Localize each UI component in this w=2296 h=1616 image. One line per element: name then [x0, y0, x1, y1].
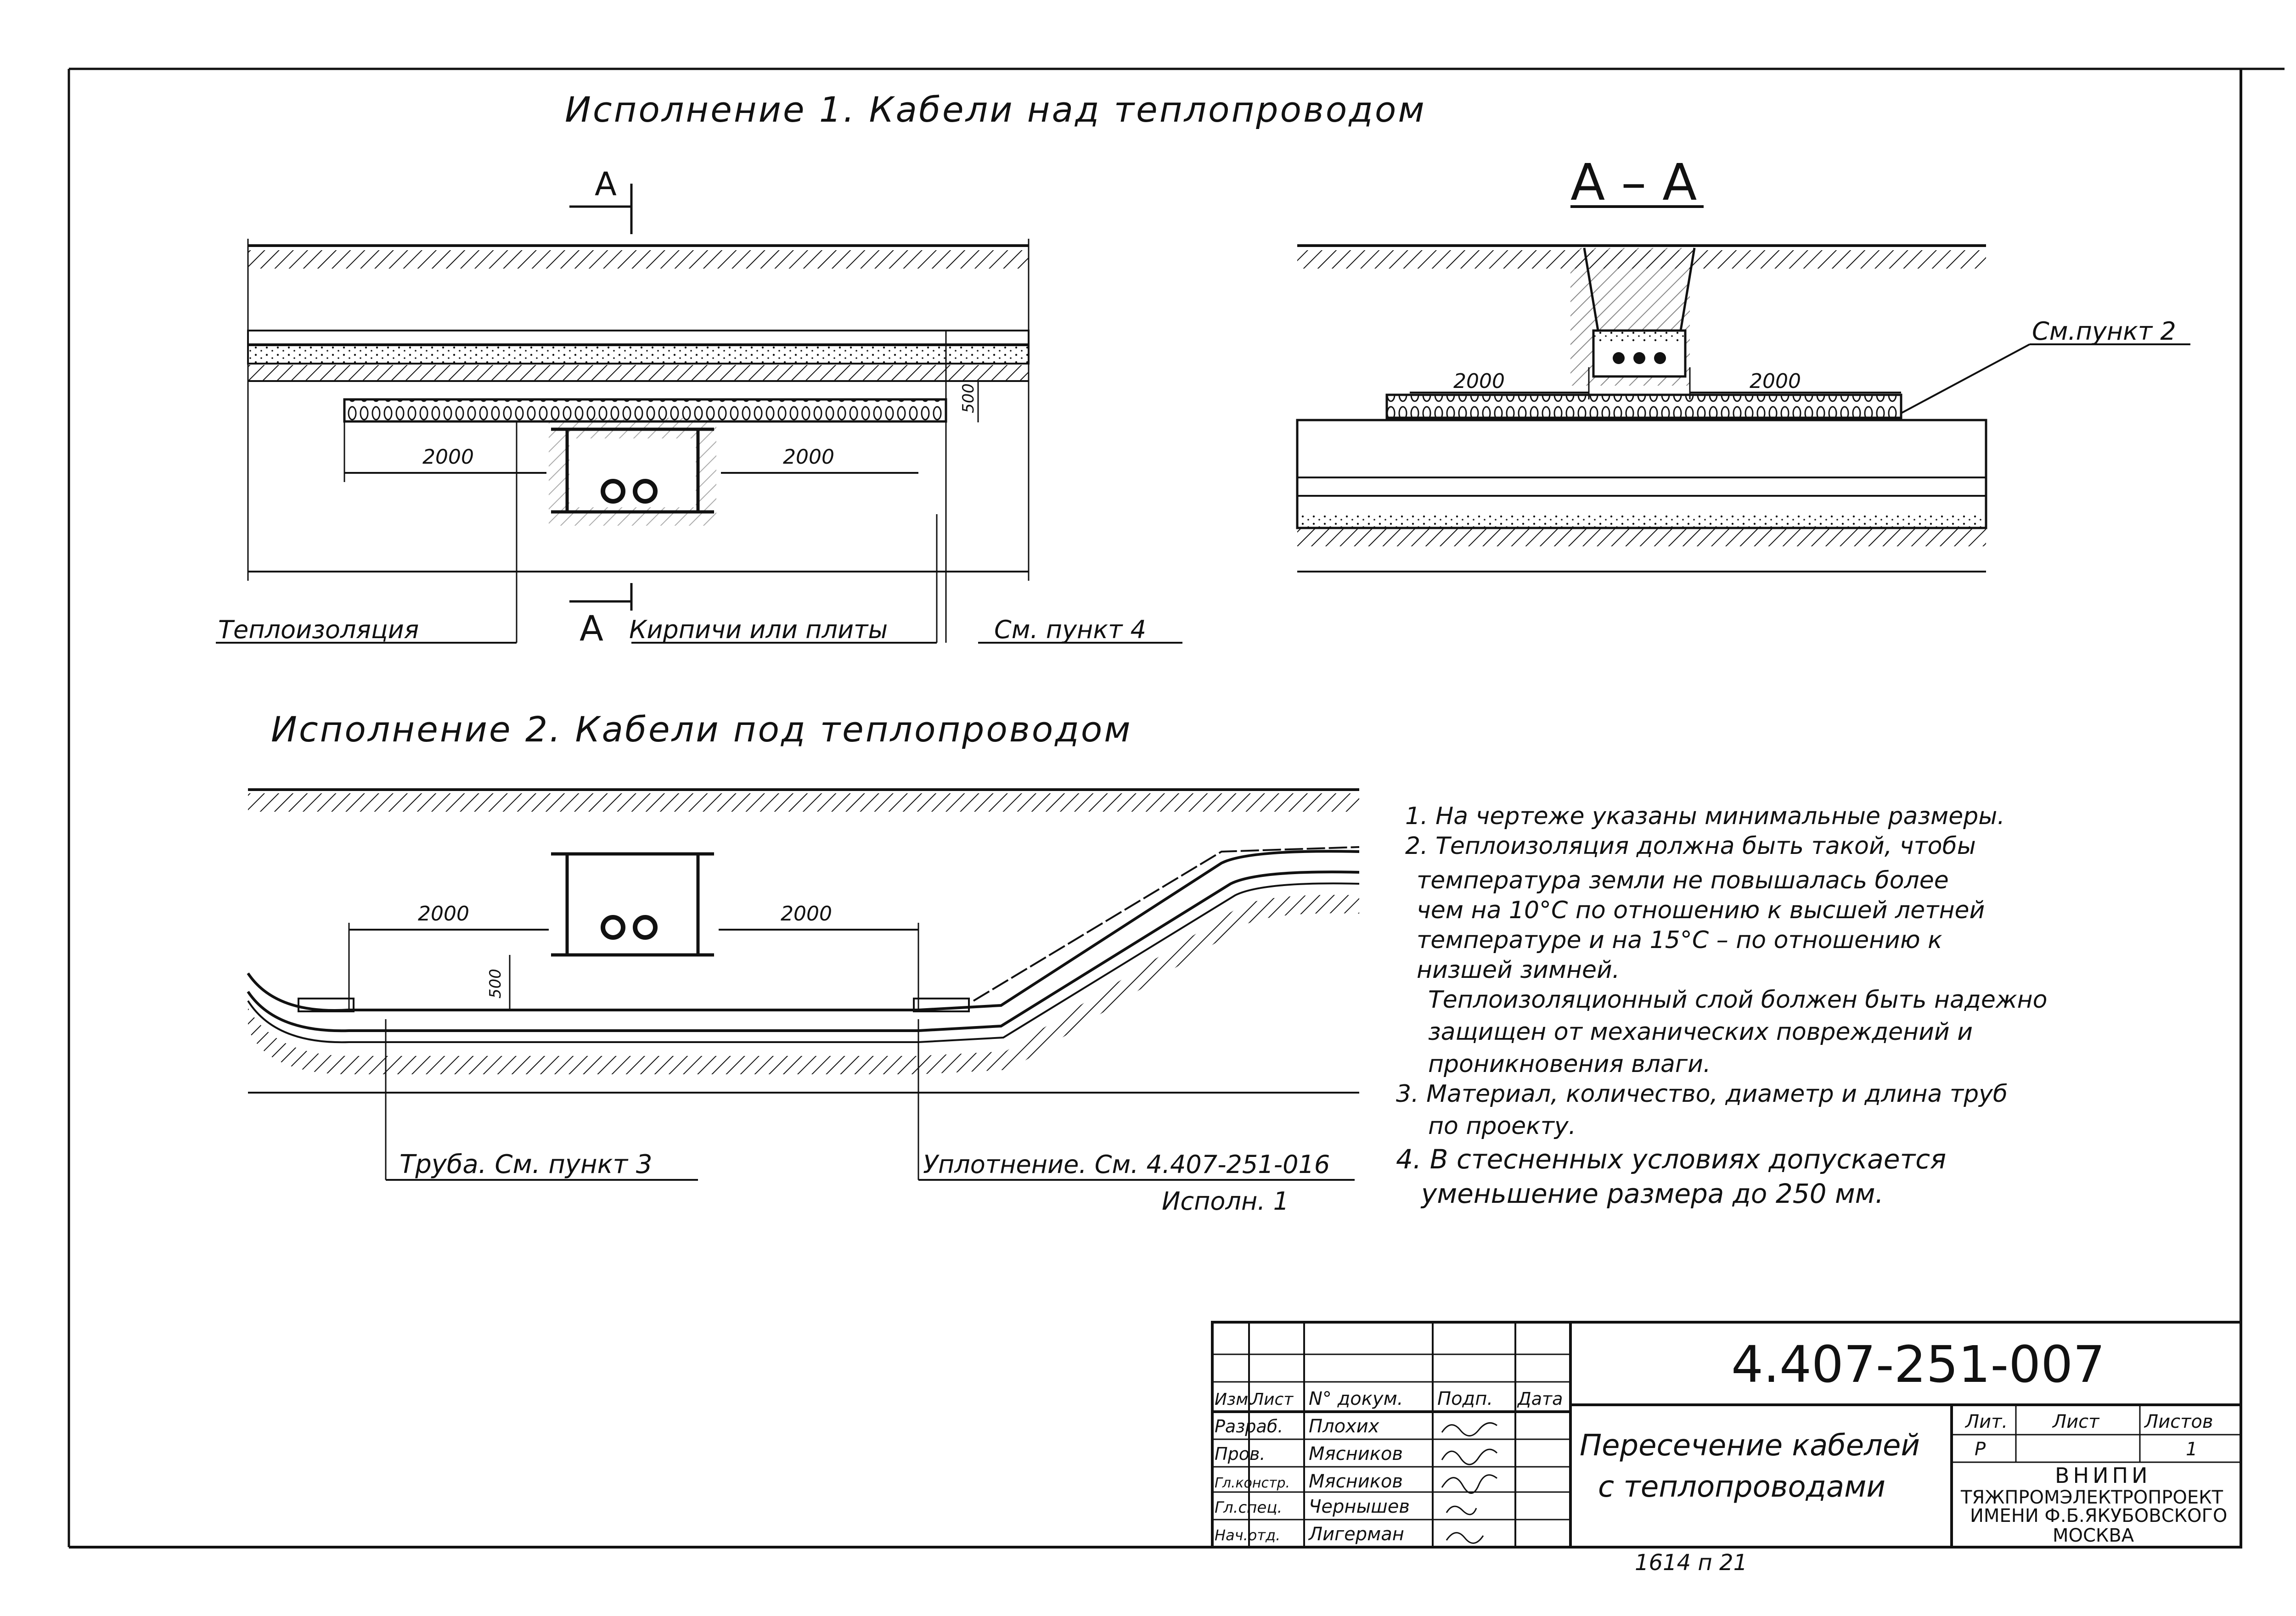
- header-list: Лист: [1250, 1390, 1294, 1409]
- version-2-drawing: [247, 788, 1360, 1181]
- dim-2000-section-left: 2000: [1453, 370, 1505, 393]
- note-line: проникновения влаги.: [1428, 1050, 1711, 1078]
- label-see-point-2: См.пункт 2: [2032, 317, 2176, 346]
- role-dept-head: Нач.отд.: [1215, 1526, 1280, 1544]
- name-dept-head: Лигерман: [1308, 1524, 1404, 1545]
- cut-mark-top: А: [595, 165, 617, 203]
- org-line-2: ТЯЖПРОМЭЛЕКТРОПРОЕКТ: [1960, 1487, 2223, 1508]
- dim-500-v2: 500: [486, 969, 505, 999]
- header-sign: Подп.: [1437, 1388, 1493, 1409]
- version-1-drawing: [216, 184, 1182, 644]
- cable-dot: [1633, 352, 1645, 364]
- note-line: Теплоизоляционный слой болжен быть надеж…: [1428, 986, 2047, 1014]
- section-label: А – А: [1570, 153, 1697, 212]
- dim-2000-section-right: 2000: [1750, 370, 1801, 393]
- pipe-circle: [633, 915, 658, 940]
- name-developer: Плохих: [1309, 1416, 1379, 1437]
- pipe-circle: [601, 479, 625, 504]
- pipe-circle: [633, 479, 658, 504]
- note-line: уменьшение размера до 250 мм.: [1420, 1178, 1884, 1209]
- role-checked: Пров.: [1215, 1444, 1265, 1464]
- title-version-1: Исполнение 1. Кабели над теплопроводом: [565, 89, 1426, 130]
- dim-2000-left: 2000: [422, 445, 474, 469]
- header-doc: N° докум.: [1309, 1388, 1403, 1409]
- name-checker: Мясников: [1309, 1443, 1403, 1464]
- cable-dot: [1613, 352, 1625, 364]
- label-seal: Уплотнение. См. 4.407-251-016: [923, 1150, 1330, 1179]
- pipe-circle: [601, 915, 625, 940]
- title-block: [1211, 1321, 2242, 1549]
- drawing-name-line-2: с теплопроводами: [1598, 1470, 1885, 1504]
- footer-stamp: 1614 п 21: [1635, 1550, 1747, 1576]
- org-line-3: ИМЕНИ Ф.Б.ЯКУБОВСКОГО: [1970, 1505, 2227, 1526]
- sheets-value: 1: [2186, 1439, 2197, 1460]
- note-line: 3. Материал, количество, диаметр и длина…: [1396, 1080, 2008, 1108]
- note-line: температура земли не повышалась более: [1417, 867, 1949, 894]
- sheet-frame: [68, 67, 2285, 1549]
- lit-header: Лит.: [1964, 1411, 2008, 1432]
- role-chief-specialist: Гл.спец.: [1215, 1498, 1282, 1517]
- label-seal-sub: Исполн. 1: [1162, 1187, 1289, 1216]
- header-izm: Изм.: [1215, 1390, 1254, 1409]
- org-line-4: МОСКВА: [2053, 1525, 2134, 1546]
- note-line: 4. В стесненных условиях допускается: [1396, 1144, 1946, 1175]
- note-line: низшей зимней.: [1417, 956, 1620, 984]
- note-line: 1. На чертеже указаны минимальные размер…: [1405, 802, 2005, 830]
- label-see-point-4: См. пункт 4: [994, 615, 1146, 644]
- note-line: температуре и на 15°С – по отношению к: [1417, 926, 1942, 954]
- lit-value: Р: [1975, 1439, 1986, 1460]
- section-a-a-drawing: [1296, 244, 2190, 572]
- note-line: по проекту.: [1428, 1112, 1576, 1140]
- title-version-2: Исполнение 2. Кабели под теплопроводом: [271, 709, 1132, 750]
- cut-mark-bottom: А: [580, 608, 603, 649]
- header-date: Дата: [1517, 1389, 1563, 1409]
- note-line: 2. Теплоизоляция должна быть такой, чтоб…: [1405, 832, 1976, 860]
- sheets-header: Листов: [2144, 1411, 2213, 1432]
- dim-2000-v2-left: 2000: [418, 902, 469, 926]
- cable-dot: [1654, 352, 1666, 364]
- dim-2000-v2-right: 2000: [781, 902, 832, 926]
- name-chief-specialist: Чернышев: [1309, 1496, 1410, 1517]
- role-developed: Разраб.: [1215, 1416, 1283, 1436]
- sheet-header: Лист: [2052, 1411, 2100, 1432]
- label-pipe: Труба. См. пункт 3: [400, 1150, 653, 1179]
- org-line-1: ВНИПИ: [2055, 1463, 2151, 1488]
- label-bricks: Кирпичи или плиты: [629, 615, 888, 644]
- drawing-name-line-1: Пересечение кабелей: [1580, 1429, 1920, 1463]
- label-insulation: Теплоизоляция: [218, 615, 419, 644]
- name-chief-designer: Мясников: [1309, 1471, 1403, 1492]
- notes-block: 1. На чертеже указаны минимальные размер…: [1396, 802, 2047, 1209]
- note-line: защищен от механических повреждений и: [1428, 1018, 1973, 1046]
- dim-500-v1: 500: [959, 383, 978, 413]
- role-chief-designer: Гл.констр.: [1215, 1475, 1290, 1491]
- note-line: чем на 10°С по отношению к высшей летней: [1417, 897, 1985, 924]
- dim-2000-right: 2000: [783, 445, 834, 469]
- doc-number: 4.407-251-007: [1731, 1335, 2105, 1394]
